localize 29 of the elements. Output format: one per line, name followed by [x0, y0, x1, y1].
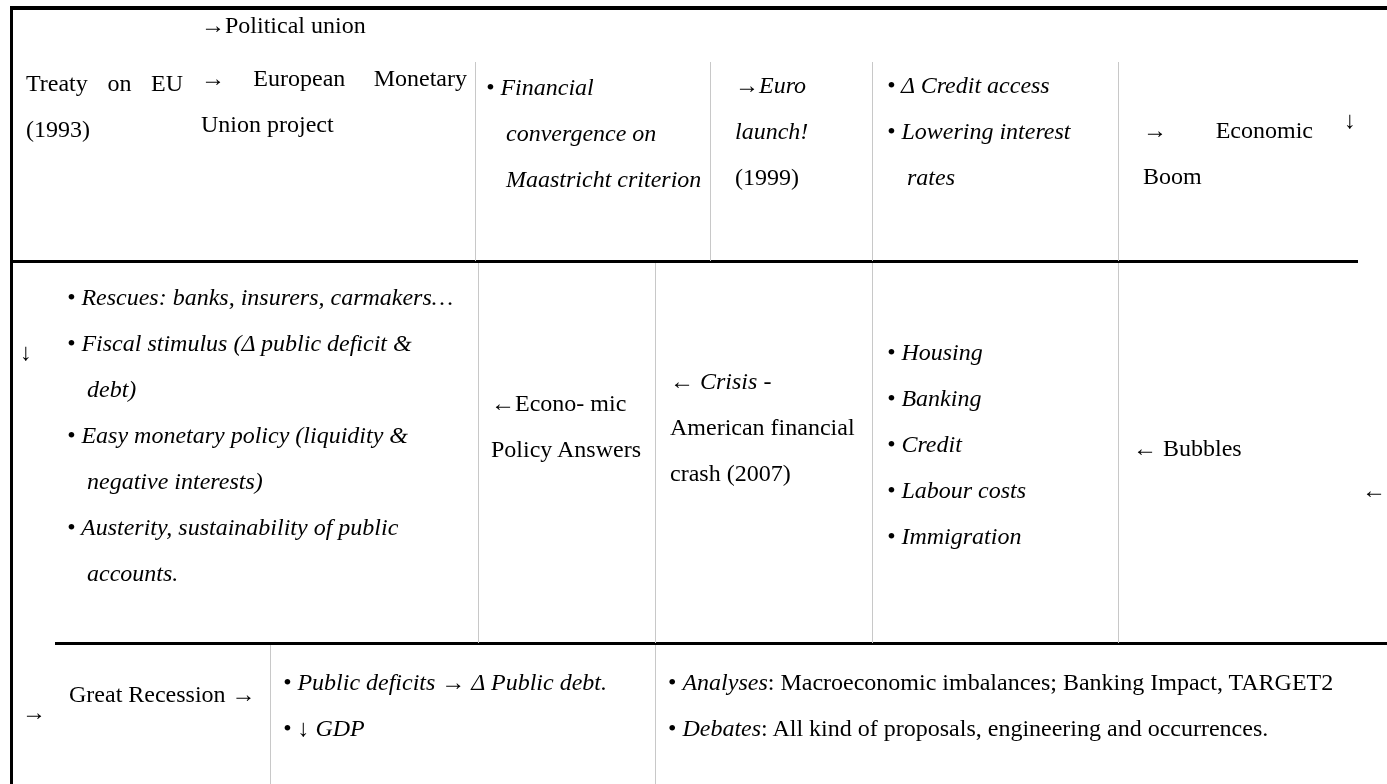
cell-text: ← Bubbles — [1133, 435, 1242, 461]
bullet-item: • Analyses: Macroeconomic imbalances; Banking Impact, TARGET2 — [668, 669, 1334, 695]
arrow-symbol: ↓ — [1344, 106, 1356, 135]
arrow-symbol: ← — [1362, 476, 1386, 505]
bullet-item: • Fiscal stimulus (Δ public deficit & debt) — [67, 330, 412, 402]
cell-text: ← Crisis - American financial crash (2007) — [670, 368, 855, 486]
cell-text: →Euro launch! (1999) — [735, 72, 809, 190]
cell-text: → Economic Boom — [1143, 117, 1313, 189]
cell-text: Treaty on EU (1993) — [26, 70, 183, 142]
bullet-item: • Labour costs — [887, 477, 1027, 503]
cell-text: → European Monetary Union project — [201, 65, 467, 137]
bullet-item: • Public deficits → Δ Public debt. — [283, 669, 607, 695]
bullet-item: • ↓ GDP — [283, 715, 365, 741]
bullet-item: • Credit — [887, 431, 962, 457]
bullet-item: • Lowering interest rates — [887, 118, 1071, 190]
bullet-item: • Δ Credit access — [887, 72, 1050, 98]
cell-text: →Political union — [201, 12, 366, 38]
bullet-item: • Rescues: banks, insurers, carmakers… — [67, 284, 454, 310]
bullet-item: • Banking — [887, 385, 982, 411]
bullet-item: • Housing — [887, 339, 983, 365]
arrow-symbol: ↓ — [20, 338, 32, 367]
bullet-item: • Financial convergence on Maastricht criterion — [486, 74, 702, 192]
bullet-item: • Easy monetary policy (liquidity & negative interests) — [67, 422, 408, 494]
cell-text: Great Recession → — [69, 681, 256, 707]
arrow-symbol: → — [22, 698, 46, 727]
bullet-item: • Austerity, sustainability of public accounts. — [67, 514, 399, 586]
cell-text: ←Econo- mic Policy Answers — [491, 390, 641, 462]
bullet-item: • Debates: All kind of proposals, engineering and occurrences. — [668, 715, 1269, 741]
bullet-item: • Immigration — [887, 523, 1022, 549]
